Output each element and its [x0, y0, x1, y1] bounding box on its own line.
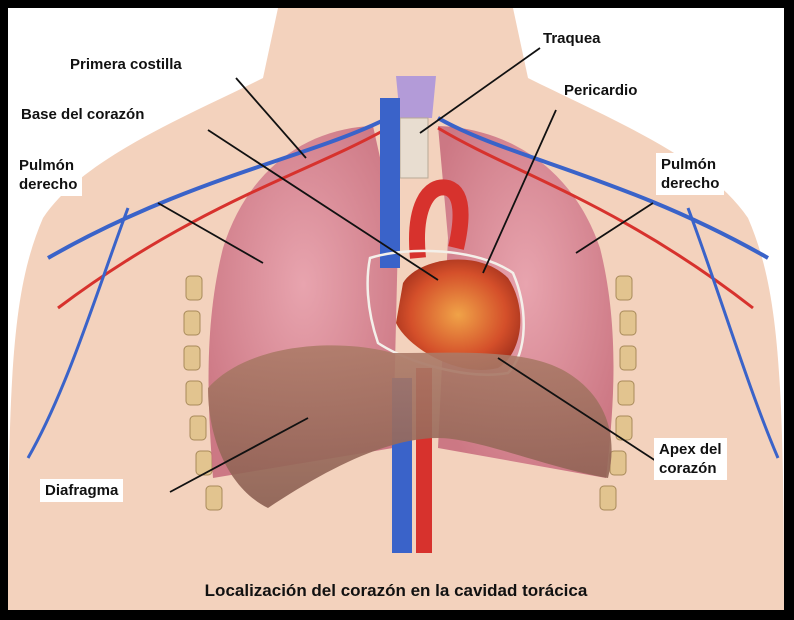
- label-pulmon-derecho-line1: Pulmón: [661, 155, 719, 174]
- label-apex-line1: Apex del: [659, 440, 722, 459]
- label-pulmon-derecho: Pulmón derecho: [656, 153, 724, 195]
- label-traquea: Traquea: [543, 29, 601, 48]
- label-apex: Apex del corazón: [654, 438, 727, 480]
- figure-caption: Localización del corazón en la cavidad t…: [8, 581, 784, 601]
- label-pulmon-izquierdo-line2: derecho: [19, 175, 77, 194]
- label-apex-line2: corazón: [659, 459, 722, 478]
- superior-vena-cava: [380, 98, 400, 268]
- label-pulmon-derecho-line2: derecho: [661, 174, 719, 193]
- anatomy-figure: Primera costilla Traquea Pericardio Base…: [8, 8, 784, 610]
- label-base-corazon: Base del corazón: [21, 105, 144, 124]
- label-pulmon-izquierdo: Pulmón derecho: [14, 154, 82, 196]
- label-pulmon-izquierdo-line1: Pulmón: [19, 156, 77, 175]
- thorax-illustration: [8, 8, 784, 610]
- label-diafragma: Diafragma: [40, 479, 123, 502]
- label-pericardio: Pericardio: [564, 81, 637, 100]
- label-primera-costilla: Primera costilla: [70, 55, 182, 74]
